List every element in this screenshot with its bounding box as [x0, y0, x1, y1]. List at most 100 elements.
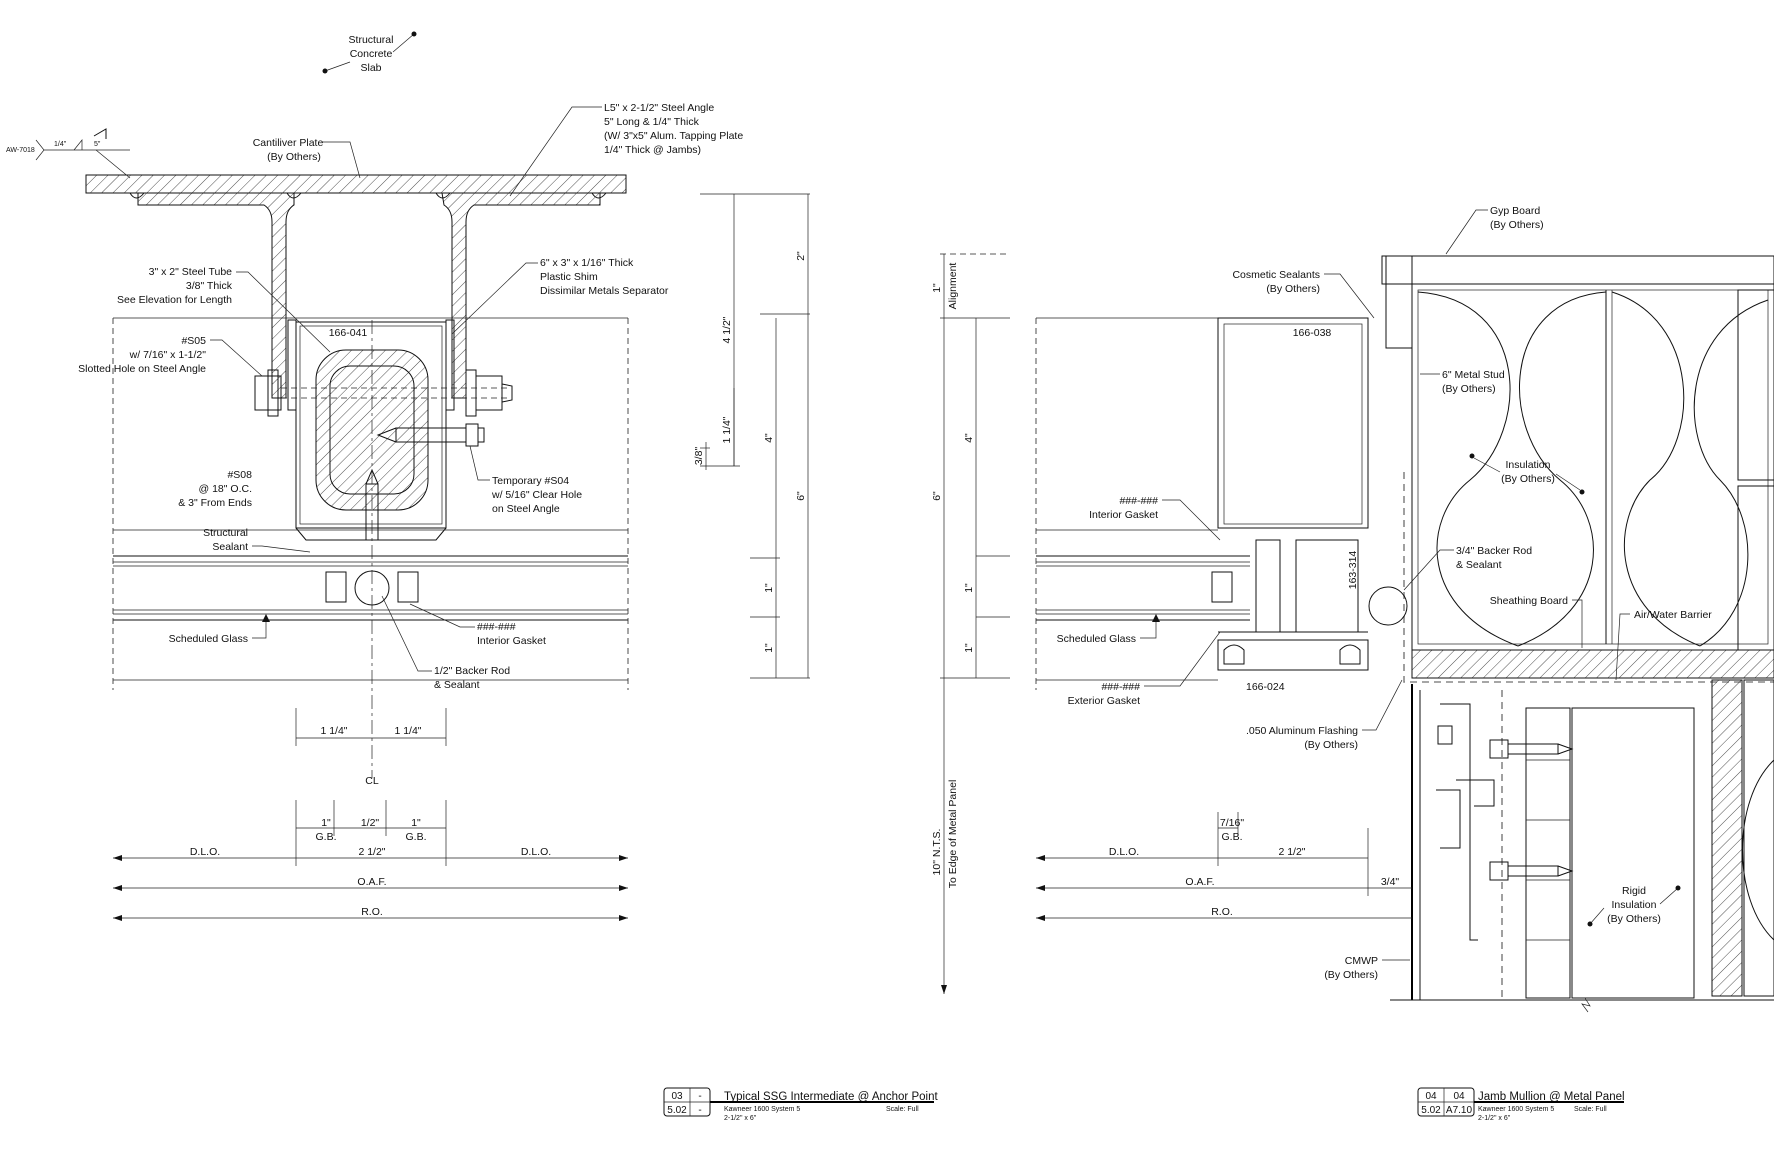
- svg-text:(By Others): (By Others): [1304, 739, 1358, 751]
- svg-text:04: 04: [1425, 1091, 1437, 1102]
- label-cosmetic: Cosmetic Sealants (By Others): [1232, 269, 1375, 319]
- label-tube: 3" x 2" Steel Tube 3/8" Thick See Elevat…: [117, 266, 331, 353]
- svg-text:1 1/4": 1 1/4": [394, 725, 421, 737]
- svg-text:R.O.: R.O.: [361, 906, 383, 918]
- svg-text:CMWP: CMWP: [1345, 955, 1378, 967]
- svg-text:& Sealant: & Sealant: [1456, 559, 1502, 571]
- label-gyp: Gyp Board (By Others): [1445, 205, 1544, 255]
- svg-text:w/ 7/16" x 1-1/2": w/ 7/16" x 1-1/2": [129, 349, 207, 361]
- svg-text:3/8": 3/8": [693, 447, 705, 466]
- part-166-038: 166-038: [1293, 327, 1332, 339]
- svg-text:D.L.O.: D.L.O.: [521, 846, 551, 858]
- svg-text:Kawneer 1600 System 5: Kawneer 1600 System 5: [1478, 1106, 1554, 1113]
- svg-text:w/ 5/16" Clear Hole: w/ 5/16" Clear Hole: [491, 489, 582, 501]
- label-stud: 6" Metal Stud (By Others): [1420, 369, 1505, 395]
- part-166-024: 166-024: [1246, 681, 1285, 693]
- label-cmwp: CMWP (By Others): [1324, 955, 1410, 981]
- label-sheathing: Sheathing Board: [1490, 595, 1583, 648]
- label-glass-right: Scheduled Glass: [1057, 614, 1160, 645]
- svg-text:Typical SSG Intermediate @ Anc: Typical SSG Intermediate @ Anchor Point: [724, 1091, 938, 1103]
- svg-text:A7.10: A7.10: [1446, 1105, 1473, 1116]
- svg-text:3/4" Backer Rod: 3/4" Backer Rod: [1456, 545, 1532, 557]
- svg-text:Slotted Hole on Steel Angle: Slotted Hole on Steel Angle: [78, 363, 206, 375]
- svg-text:To Edge of Metal Panel: To Edge of Metal Panel: [947, 780, 959, 889]
- weld-symbol: AW-7018 1/4" 5": [6, 128, 131, 179]
- svg-text:& 3" From Ends: & 3" From Ends: [178, 497, 252, 509]
- label-barrier: Air/Water Barrier: [1615, 609, 1712, 681]
- svg-text:2-1/2" x 6": 2-1/2" x 6": [1478, 1115, 1511, 1122]
- svg-text:Air/Water Barrier: Air/Water Barrier: [1634, 609, 1712, 621]
- vdims-right: 1" Alignment 4" 6" 1" 1" 10" N.T.S. To E…: [931, 253, 1010, 994]
- bolt-s05: [254, 369, 513, 417]
- svg-text:Cantiliver Plate: Cantiliver Plate: [253, 137, 324, 149]
- svg-text:1": 1": [963, 643, 975, 653]
- svg-text:R.O.: R.O.: [1211, 906, 1233, 918]
- svg-text:Interior Gasket: Interior Gasket: [477, 635, 546, 647]
- svg-text:See Elevation for Length: See Elevation for Length: [117, 294, 232, 306]
- slab: [85, 174, 627, 194]
- screw-s04: [376, 423, 485, 447]
- part-166-041: 166-041: [329, 327, 368, 339]
- label-int-gasket-right: ###-### Interior Gasket: [1089, 495, 1221, 541]
- svg-text:1": 1": [321, 817, 331, 829]
- svg-text:3/8" Thick: 3/8" Thick: [186, 280, 233, 292]
- label-glass-left: Scheduled Glass: [169, 614, 270, 645]
- svg-text:#S05: #S05: [181, 335, 206, 347]
- svg-text:Exterior Gasket: Exterior Gasket: [1068, 695, 1140, 707]
- svg-text:Concrete: Concrete: [350, 48, 393, 60]
- label-angle: L5" x 2-1/2" Steel Angle 5" Long & 1/4" …: [509, 102, 743, 197]
- svg-text:2 1/2": 2 1/2": [358, 846, 385, 858]
- svg-text:Scheduled Glass: Scheduled Glass: [169, 633, 248, 645]
- svg-text:5": 5": [94, 141, 101, 148]
- svg-text:1": 1": [763, 583, 775, 593]
- svg-text:.050 Aluminum Flashing: .050 Aluminum Flashing: [1246, 725, 1358, 737]
- svg-text:6": 6": [795, 491, 807, 501]
- svg-text:1": 1": [931, 283, 943, 293]
- dims-left: 1 1/4" 1 1/4" CL 1" G.B. 1/2" 1" G.B. D.…: [113, 708, 628, 921]
- svg-text:###-###: ###-###: [1119, 495, 1158, 507]
- svg-text:Interior Gasket: Interior Gasket: [1089, 509, 1158, 521]
- glazing-right: [1035, 317, 1250, 690]
- detail-right: Gyp Board (By Others) Cosmetic Sealants …: [931, 205, 1774, 1013]
- svg-text:Sealant: Sealant: [212, 541, 248, 553]
- insulation: [1417, 291, 1769, 647]
- label-shim: 6" x 3" x 1/16" Thick Plastic Shim Dissi…: [451, 257, 669, 335]
- svg-text:(By Others): (By Others): [1324, 969, 1378, 981]
- label-insulation: Insulation (By Others): [1473, 457, 1581, 491]
- svg-text:(By Others): (By Others): [1442, 383, 1496, 395]
- part-163-314: 163-314: [1347, 551, 1359, 590]
- label-s05: #S05 w/ 7/16" x 1-1/2" Slotted Hole on S…: [78, 335, 263, 377]
- svg-text:G.B.: G.B.: [1221, 831, 1242, 843]
- svg-text:1 1/4": 1 1/4": [721, 416, 733, 443]
- svg-text:G.B.: G.B.: [405, 831, 426, 843]
- svg-text:1": 1": [411, 817, 421, 829]
- label-backer-left: 1/2" Backer Rod & Sealant: [381, 595, 510, 691]
- svg-text:2": 2": [795, 251, 807, 261]
- glazing-left: [113, 555, 628, 621]
- svg-text:(By Others): (By Others): [1490, 219, 1544, 231]
- backer-rod-right: [1368, 586, 1408, 626]
- svg-text:3/4": 3/4": [1381, 876, 1400, 888]
- svg-text:(By Others): (By Others): [267, 151, 321, 163]
- svg-text:O.A.F.: O.A.F.: [1185, 876, 1214, 888]
- svg-text:4": 4": [963, 433, 975, 443]
- svg-text:Alignment: Alignment: [947, 263, 959, 310]
- svg-text:Temporary #S04: Temporary #S04: [492, 475, 569, 487]
- svg-text:Slab: Slab: [360, 62, 381, 74]
- svg-text:Scheduled Glass: Scheduled Glass: [1057, 633, 1136, 645]
- svg-text:1/4": 1/4": [54, 141, 67, 148]
- vdims-left: 2" 4 1/2" 1 1/4" 3/8" 4" 6" 1" 1": [693, 193, 810, 679]
- svg-text:AW-7018: AW-7018: [6, 147, 35, 154]
- label-struct-sealant: Structural Sealant: [203, 527, 311, 553]
- svg-text:Gyp Board: Gyp Board: [1490, 205, 1540, 217]
- label-backer-right: 3/4" Backer Rod & Sealant: [1403, 545, 1532, 591]
- svg-text:5.02: 5.02: [1421, 1105, 1441, 1116]
- svg-text:(W/ 3"x5" Alum. Tapping Plate: (W/ 3"x5" Alum. Tapping Plate: [604, 130, 743, 142]
- rigid-insulation: [1571, 707, 1695, 999]
- svg-text:Dissimilar Metals Separator: Dissimilar Metals Separator: [540, 285, 669, 297]
- metal-stud-frame: [1411, 283, 1774, 651]
- detail-left: Structural Concrete Slab AW-7018 1/4" 5"…: [6, 31, 810, 921]
- svg-text:4 1/2": 4 1/2": [721, 316, 733, 343]
- panel-clips: [1436, 703, 1574, 941]
